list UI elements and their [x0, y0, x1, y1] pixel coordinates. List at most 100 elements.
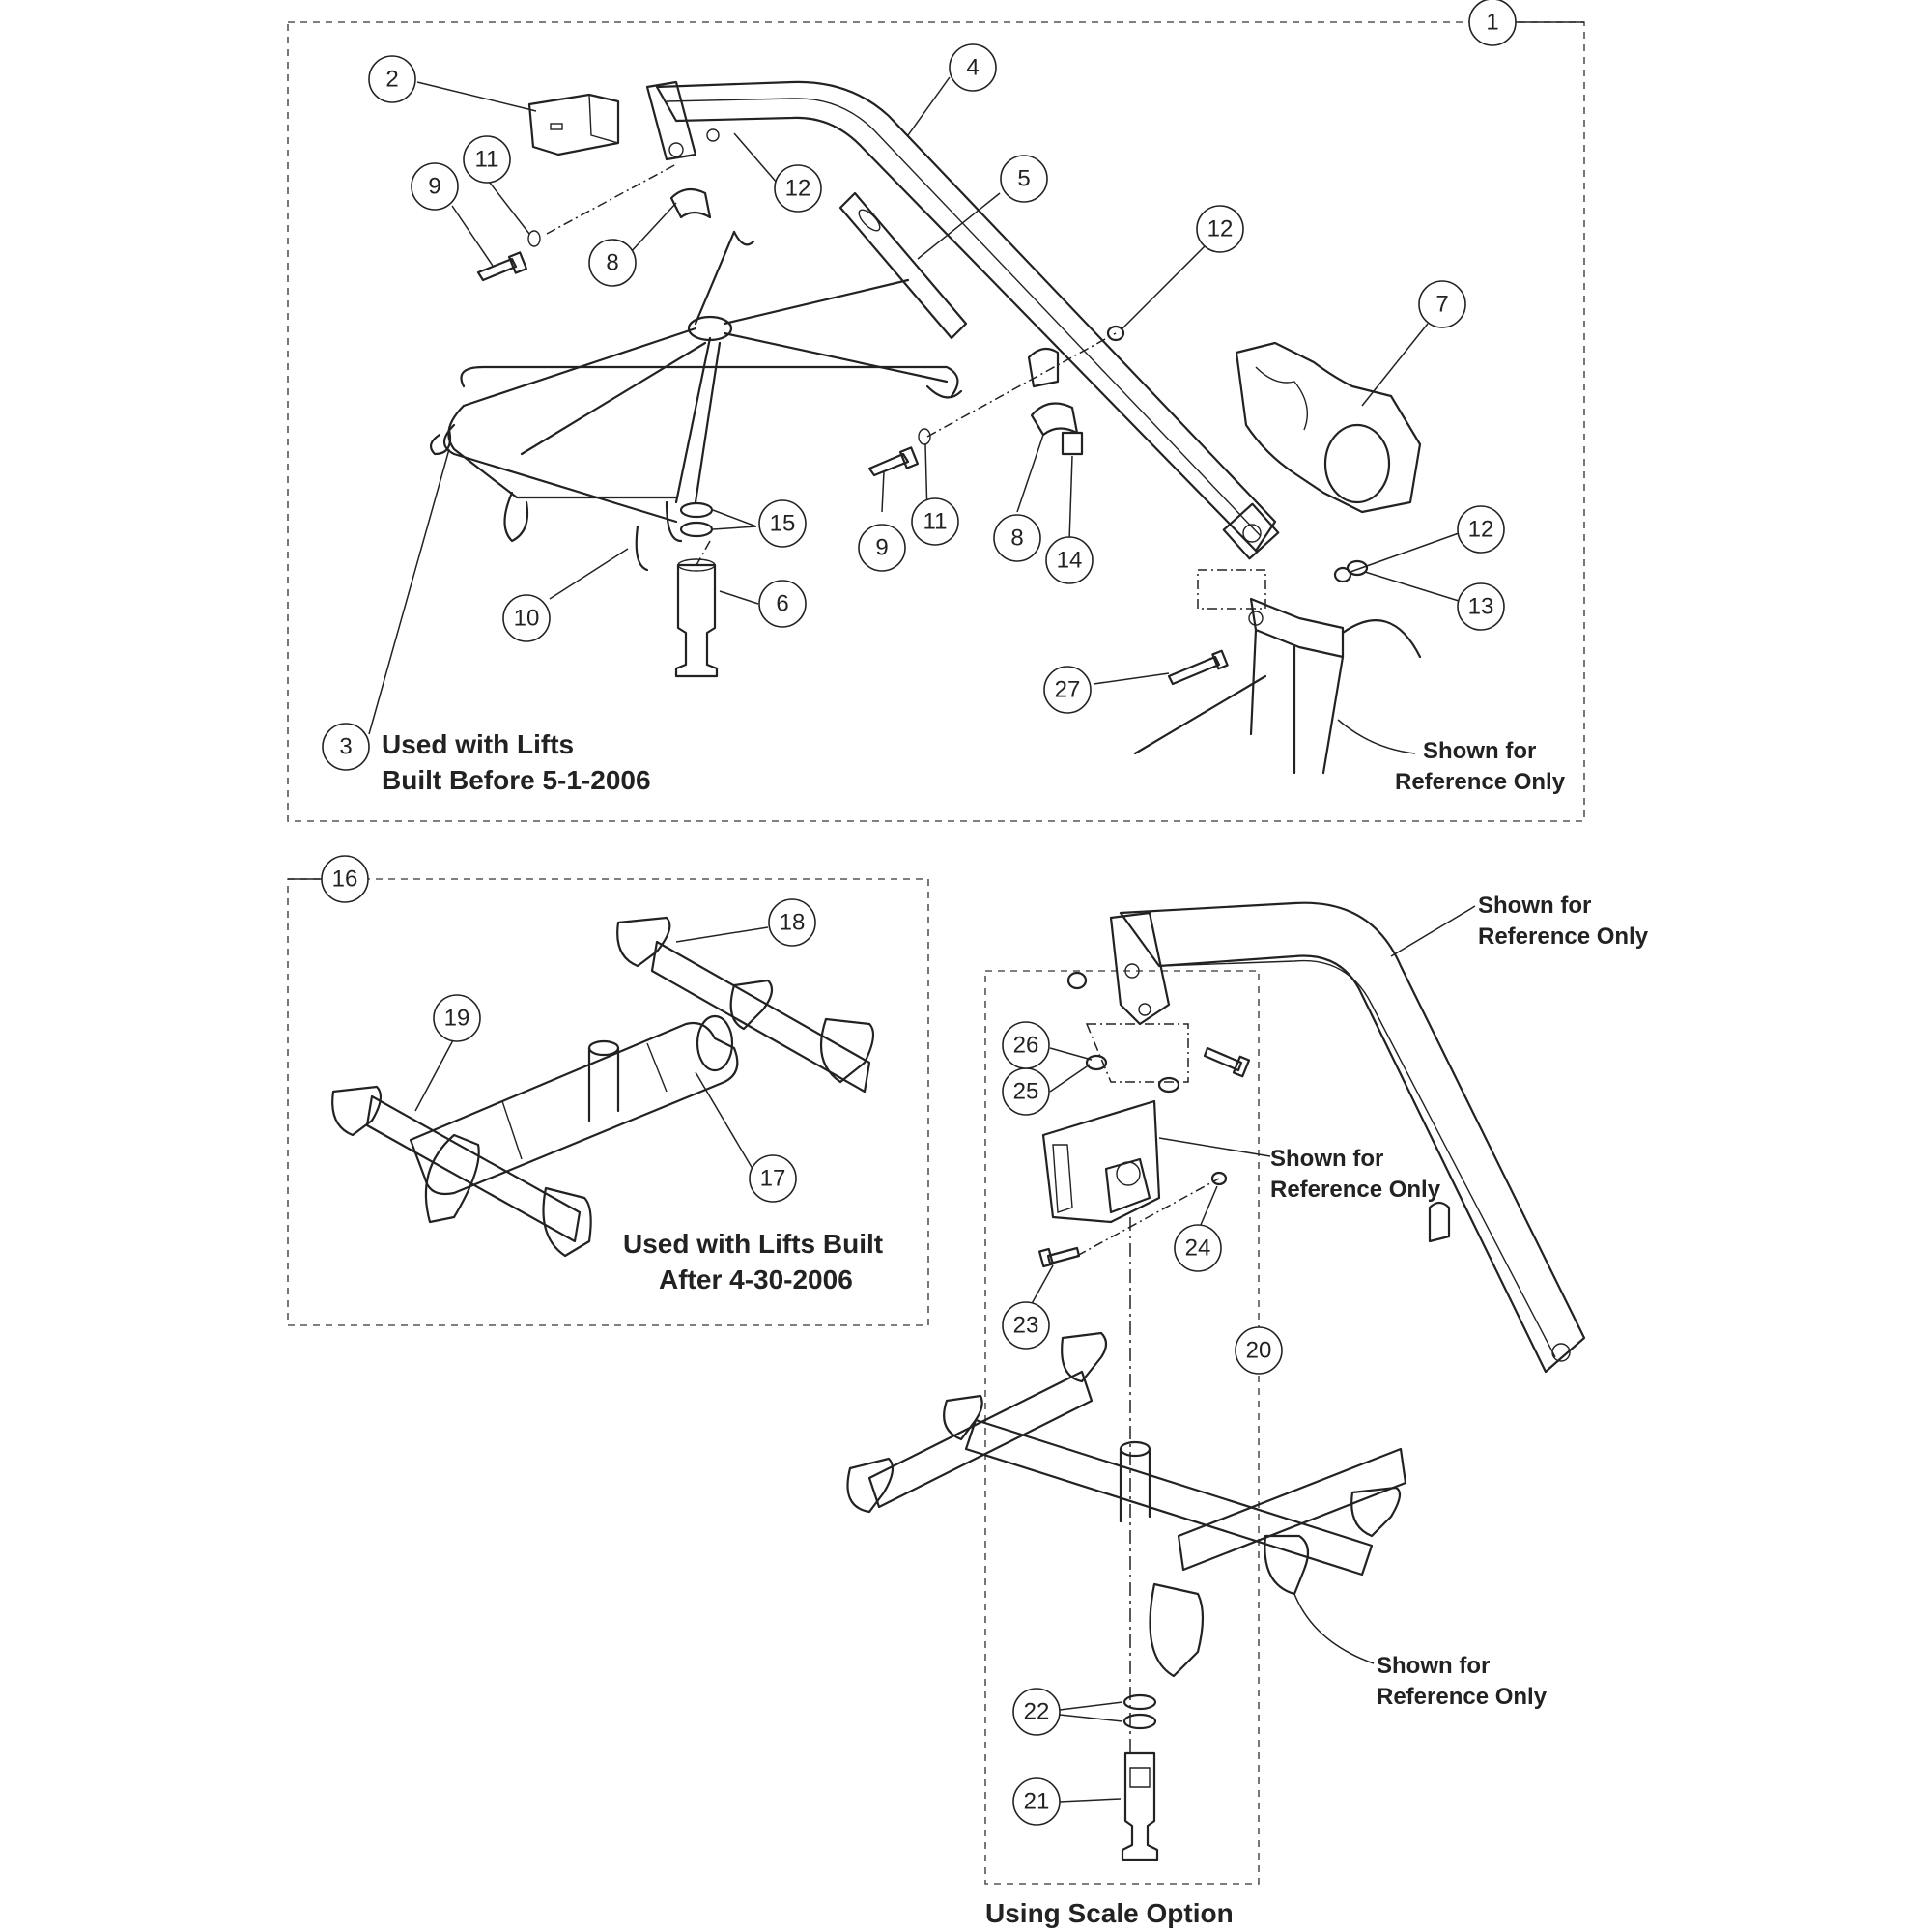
- svg-text:18: 18: [780, 910, 806, 936]
- note-ref-b-line1: Shown for: [1478, 893, 1591, 919]
- leader-2: [416, 81, 537, 112]
- callout-14: 14: [1045, 536, 1094, 584]
- leader-24: [1197, 1185, 1218, 1233]
- scale-bolt-upper: [1203, 1046, 1251, 1078]
- svg-text:9: 9: [428, 174, 440, 200]
- svg-text:3: 3: [339, 734, 352, 760]
- svg-text:13: 13: [1468, 594, 1494, 620]
- callout-24: 24: [1174, 1224, 1222, 1272]
- assembly-line-bolt: [1076, 1178, 1220, 1257]
- svg-text:4: 4: [966, 55, 979, 81]
- boom-reference-lower: [1109, 901, 1586, 1374]
- label-part-5: [838, 191, 968, 340]
- svg-text:2: 2: [385, 67, 398, 93]
- leader-8a: [629, 202, 677, 254]
- leader-22a: [1059, 1701, 1123, 1711]
- leader-ref-a: [1337, 719, 1416, 754]
- washer-part-26: [1157, 1076, 1180, 1094]
- svg-text:8: 8: [1010, 526, 1023, 552]
- bolt-part-9-right: [867, 446, 920, 477]
- svg-text:17: 17: [760, 1166, 786, 1192]
- note-after-line1: Used with Lifts Built: [623, 1229, 883, 1259]
- nut-part-12-mid: [1106, 325, 1125, 342]
- leader-27: [1093, 672, 1170, 685]
- callout-12a: 12: [774, 164, 822, 213]
- bar-part-19: [331, 1085, 592, 1258]
- svg-text:9: 9: [875, 535, 888, 561]
- leader-12a: [733, 132, 779, 185]
- callout-1: 1: [1468, 0, 1517, 46]
- leader-ref-d: [1293, 1593, 1375, 1664]
- leader-12c: [1350, 532, 1460, 573]
- svg-text:27: 27: [1055, 677, 1081, 703]
- leader-12b: [1122, 242, 1208, 329]
- note-ref-c-line2: Reference Only: [1270, 1177, 1441, 1203]
- leader-7: [1361, 323, 1429, 407]
- bar-part-18: [616, 916, 875, 1094]
- leader-ref-b: [1390, 905, 1476, 957]
- assembly-line-4: [1197, 569, 1266, 610]
- bolt-part-27: [1167, 649, 1229, 686]
- pivot-pin-part-6: [674, 558, 719, 678]
- svg-text:14: 14: [1057, 548, 1083, 574]
- note-ref-a-line2: Reference Only: [1395, 769, 1566, 795]
- leader-ref-c: [1158, 1137, 1271, 1157]
- svg-text:21: 21: [1024, 1789, 1050, 1815]
- callout-25: 25: [1002, 1067, 1050, 1116]
- callout-3: 3: [322, 723, 370, 771]
- svg-text:11: 11: [923, 509, 948, 535]
- callout-19: 19: [433, 994, 481, 1042]
- svg-text:20: 20: [1246, 1338, 1272, 1364]
- leader-13: [1364, 571, 1460, 602]
- pivot-pin-part-21: [1121, 1751, 1159, 1861]
- o-ring-part-22b: [1122, 1713, 1157, 1730]
- svg-text:1: 1: [1486, 10, 1498, 36]
- callout-17: 17: [749, 1154, 797, 1203]
- leader-3: [368, 448, 450, 735]
- svg-text:12: 12: [1208, 216, 1234, 242]
- group-16-boundary: [287, 878, 929, 1326]
- note-before-line2: Built Before 5-1-2006: [382, 765, 651, 795]
- washer-part-11-left: [527, 230, 541, 247]
- callout-9b: 9: [858, 524, 906, 572]
- callout-8a: 8: [588, 239, 637, 287]
- nut-part-12-lower: [1333, 566, 1352, 583]
- callout-26: 26: [1002, 1021, 1050, 1069]
- svg-text:23: 23: [1013, 1313, 1039, 1339]
- nut-upper: [1066, 971, 1088, 990]
- note-ref-a-line1: Shown for: [1423, 738, 1536, 764]
- callout-12c: 12: [1457, 505, 1505, 554]
- svg-text:12: 12: [1468, 517, 1494, 543]
- note-scale-option: Using Scale Option: [985, 1898, 1234, 1928]
- spreader-bar-part-3: [429, 230, 963, 572]
- callout-11a: 11: [463, 135, 511, 184]
- assembly-line-2: [696, 540, 711, 566]
- leader-19: [414, 1037, 455, 1112]
- handle-cover-part-2: [527, 93, 620, 156]
- svg-text:16: 16: [332, 867, 358, 893]
- actuator-part-7: [1235, 341, 1422, 514]
- leader-9b: [881, 470, 885, 513]
- washer-part-25: [1085, 1054, 1108, 1071]
- note-ref-d-line2: Reference Only: [1377, 1684, 1548, 1710]
- callout-16: 16: [321, 855, 369, 903]
- svg-text:19: 19: [444, 1006, 470, 1032]
- leader-15b: [712, 526, 757, 530]
- svg-text:25: 25: [1013, 1079, 1039, 1105]
- washer-part-13: [1346, 559, 1369, 577]
- leader-22b: [1059, 1714, 1123, 1722]
- leader-6: [719, 590, 759, 605]
- boom-part-4: [645, 80, 1280, 560]
- scale-unit: [1041, 1099, 1161, 1224]
- callout-7: 7: [1418, 280, 1466, 328]
- callout-2: 2: [368, 55, 416, 103]
- callout-5: 5: [1000, 155, 1048, 203]
- svg-text:10: 10: [514, 606, 540, 632]
- spreader-bar-scale: [846, 1331, 1407, 1678]
- mast-reference: [1133, 597, 1422, 775]
- spacer-part-14: [1061, 431, 1084, 456]
- svg-text:12: 12: [785, 176, 811, 202]
- svg-text:7: 7: [1435, 292, 1448, 318]
- callout-8b: 8: [993, 514, 1041, 562]
